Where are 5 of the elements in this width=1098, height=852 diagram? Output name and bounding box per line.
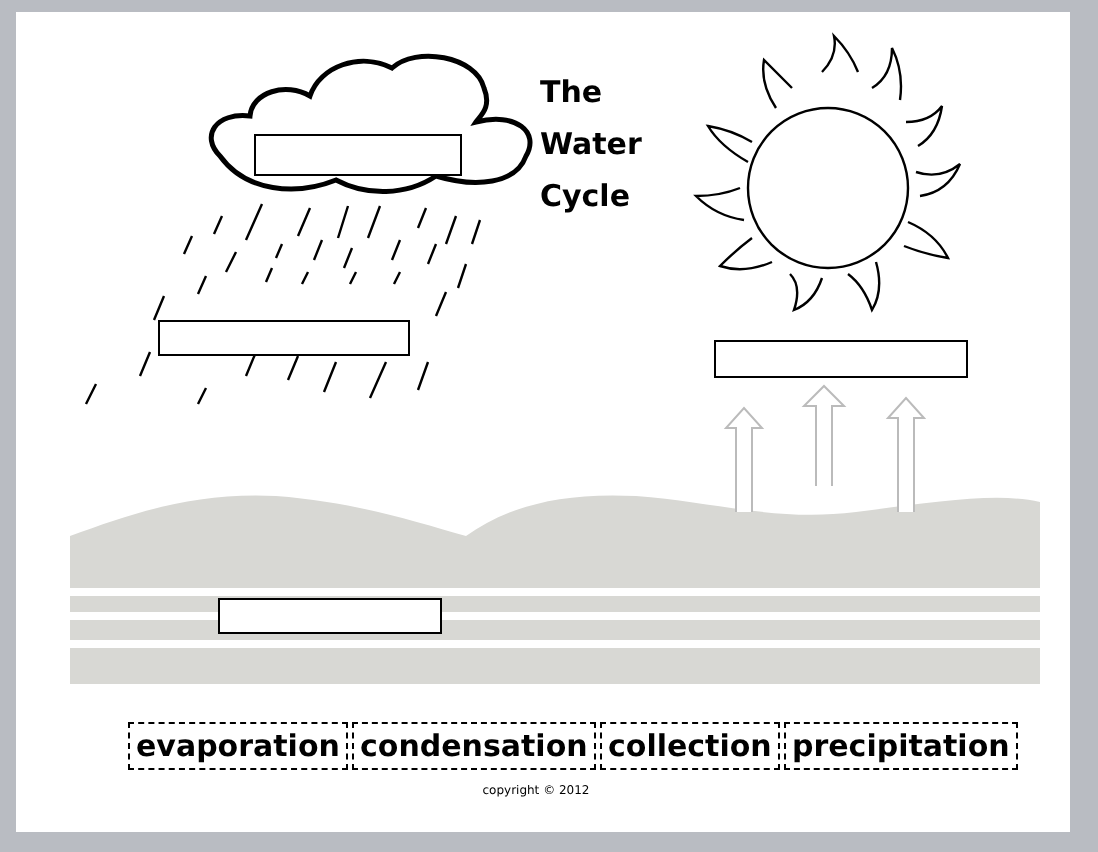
word-bank-word: evaporation — [128, 722, 348, 770]
word-bank-word: precipitation — [784, 722, 1018, 770]
title: The Water Cycle — [540, 72, 644, 218]
word-bank-word: condensation — [352, 722, 596, 770]
word-bank-word: collection — [600, 722, 780, 770]
